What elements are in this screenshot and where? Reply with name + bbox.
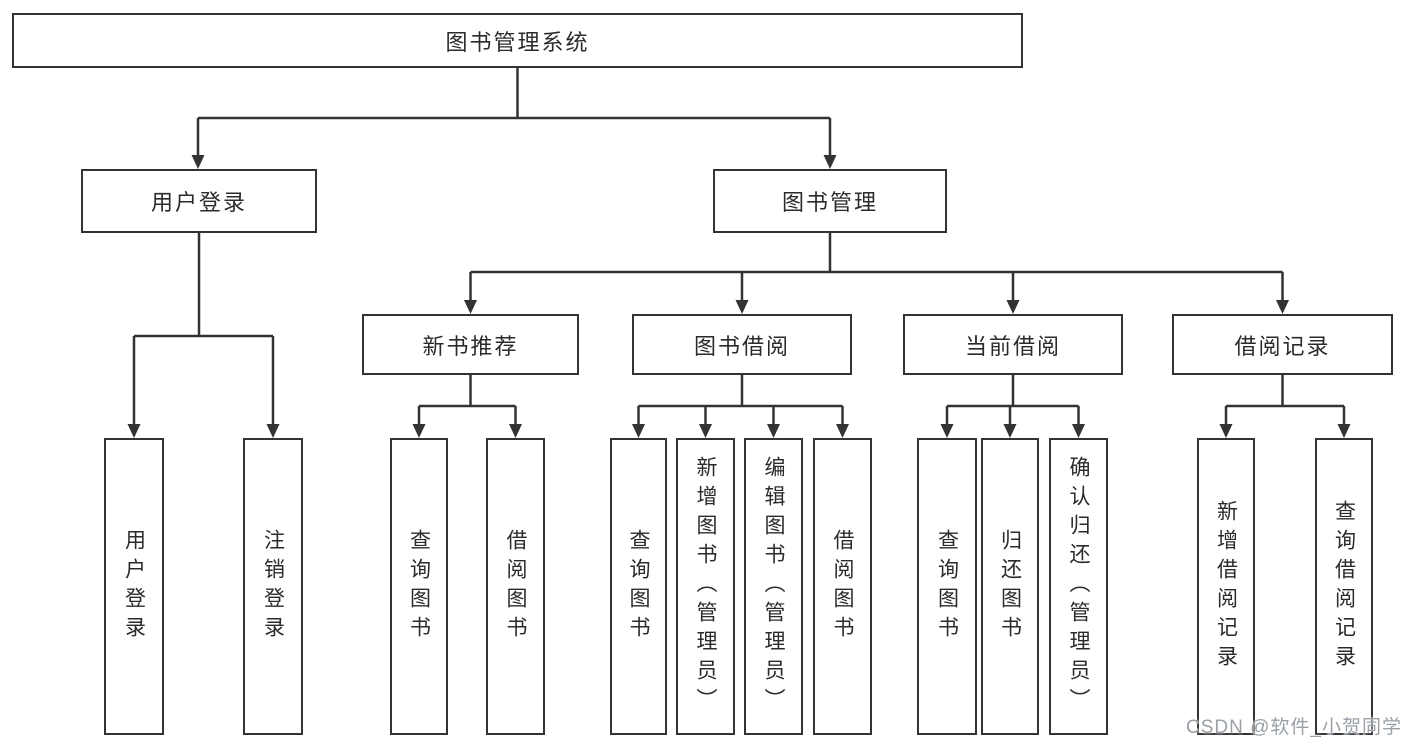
leaf-query-borrow-record: 查询借阅记录: [1315, 438, 1373, 735]
leaf-add-book-admin: 新增图书（管理员）: [676, 438, 735, 735]
node-new-book-recommend: 新书推荐: [362, 314, 579, 375]
leaf-edit-book-admin: 编辑图书（管理员）: [744, 438, 803, 735]
node-book-borrow: 图书借阅: [632, 314, 852, 375]
leaf-query-book-borrow: 查询图书: [610, 438, 667, 735]
leaf-borrow-book-recommend: 借阅图书: [486, 438, 545, 735]
leaf-add-borrow-record: 新增借阅记录: [1197, 438, 1255, 735]
node-current-borrow: 当前借阅: [903, 314, 1123, 375]
watermark: CSDN @软件_小贺同学: [1186, 717, 1402, 738]
leaf-user-login: 用户登录: [104, 438, 164, 735]
leaf-borrow-book: 借阅图书: [813, 438, 872, 735]
node-user-login: 用户登录: [81, 169, 317, 233]
node-borrow-records: 借阅记录: [1172, 314, 1393, 375]
leaf-logout: 注销登录: [243, 438, 303, 735]
leaf-query-book-recommend: 查询图书: [390, 438, 448, 735]
leaf-return-book: 归还图书: [981, 438, 1039, 735]
leaf-confirm-return-admin: 确认归还（管理员）: [1049, 438, 1108, 735]
leaf-query-book-current: 查询图书: [917, 438, 977, 735]
node-root: 图书管理系统: [12, 13, 1023, 68]
node-book-management: 图书管理: [713, 169, 947, 233]
